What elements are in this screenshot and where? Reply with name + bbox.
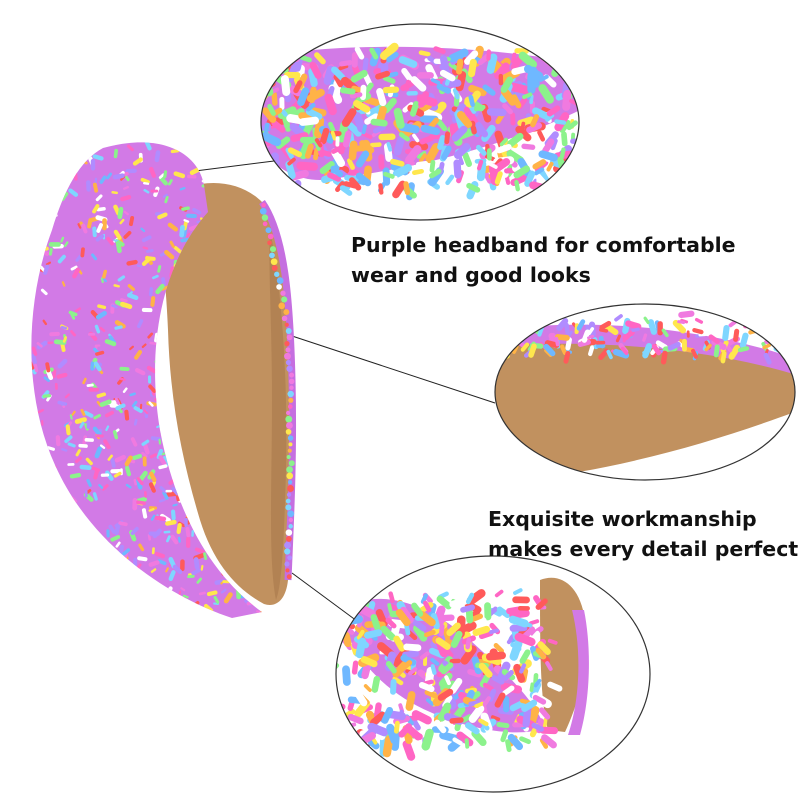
caption-workmanship-line1: Exquisite workmanship (488, 507, 757, 531)
rim-sprinkles (259, 202, 295, 580)
headband-photo (31, 142, 297, 618)
zoom-callout-bottom (335, 555, 651, 793)
caption-comfort-line2: wear and good looks (351, 263, 591, 287)
caption-workmanship-line2: makes every detail perfect (488, 537, 799, 561)
callout-line-middle (285, 333, 496, 404)
callout-line-bottom (291, 572, 362, 625)
caption-workmanship: Exquisite workmanship makes every detail… (488, 504, 798, 564)
zoom-callout-middle (494, 303, 796, 481)
felt-lining (161, 182, 293, 605)
caption-comfort-line1: Purple headband for comfortable (351, 233, 736, 257)
caption-comfort: Purple headband for comfortable wear and… (351, 230, 736, 290)
zoom-callout-top (260, 23, 580, 221)
felt-shadow (269, 230, 287, 600)
